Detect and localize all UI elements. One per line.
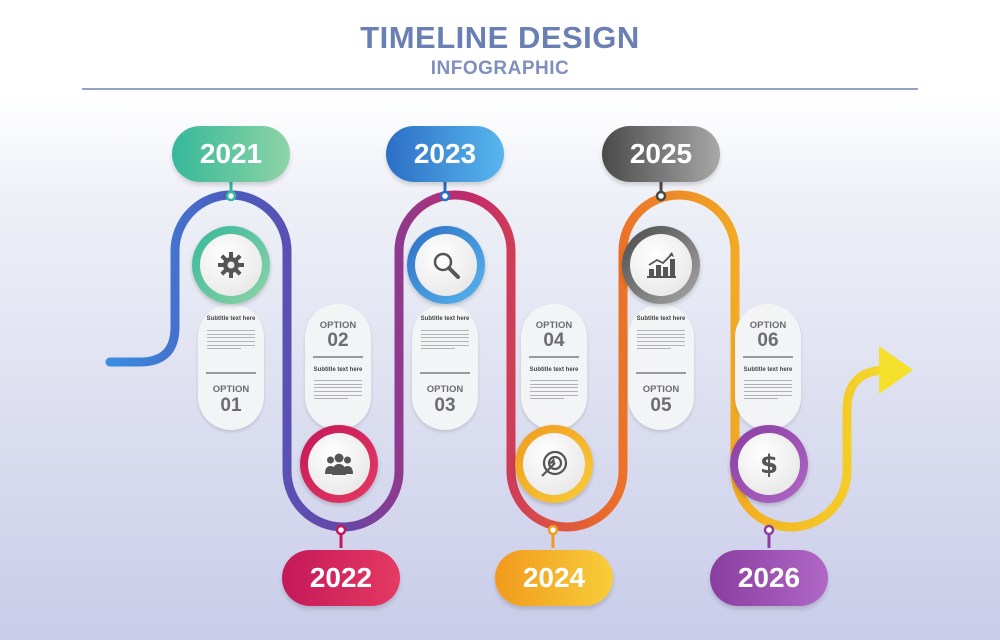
option-subtitle: Subtitle text here [743, 367, 793, 373]
dollar-icon: $ [760, 450, 778, 480]
text-lines [421, 330, 469, 352]
option-label: OPTION [642, 384, 680, 395]
ring-2024 [515, 425, 593, 503]
option-number: 06 [757, 330, 779, 351]
year-pill-2026: 2026 [710, 550, 828, 606]
year-pill-2025: 2025 [602, 126, 720, 182]
text-lines [207, 330, 255, 352]
connector-dot [763, 524, 775, 536]
text-lines [637, 330, 685, 352]
option-subtitle: Subtitle text here [636, 316, 686, 322]
option-card-03: Subtitle text here OPTION 03 [412, 304, 478, 430]
option-number: 01 [220, 395, 242, 416]
option-label: OPTION [319, 320, 357, 331]
connector-dot [547, 524, 559, 536]
ring-2025 [622, 226, 700, 304]
bar-chart-icon [647, 252, 676, 278]
divider [529, 356, 579, 358]
connector-dot [335, 524, 347, 536]
option-subtitle: Subtitle text here [529, 367, 579, 373]
connector-dot [439, 190, 451, 202]
divider [206, 372, 256, 374]
option-card-05: Subtitle text here OPTION 05 [628, 304, 694, 430]
year-pill-2021: 2021 [172, 126, 290, 182]
option-number: 03 [434, 395, 456, 416]
search-icon [433, 252, 460, 279]
connector-dot [655, 190, 667, 202]
option-card-04: OPTION 04 Subtitle text here [521, 304, 587, 430]
timeline-path [105, 190, 892, 532]
option-number: 02 [327, 330, 349, 351]
gear-icon [218, 252, 244, 278]
year-pill-2023: 2023 [386, 126, 504, 182]
divider [420, 372, 470, 374]
header-divider [82, 88, 918, 90]
arrow-head [879, 346, 913, 394]
option-number: 04 [543, 330, 565, 351]
svg-text:$: $ [760, 450, 778, 480]
text-lines [744, 380, 792, 402]
option-subtitle: Subtitle text here [313, 367, 363, 373]
year-pill-2022: 2022 [282, 550, 400, 606]
option-card-01: Subtitle text here OPTION 01 [198, 304, 264, 430]
text-lines [530, 380, 578, 402]
page-title: TIMELINE DESIGN [360, 20, 640, 55]
divider [636, 372, 686, 374]
page-subtitle: INFOGRAPHIC [430, 58, 570, 79]
divider [313, 356, 363, 358]
target-icon [541, 450, 568, 477]
option-subtitle: Subtitle text here [420, 316, 470, 322]
ring-2023 [407, 226, 485, 304]
connector-dot [225, 190, 237, 202]
year-pill-2024: 2024 [495, 550, 613, 606]
ring-2021 [192, 226, 270, 304]
option-label: OPTION [535, 320, 573, 331]
option-number: 05 [650, 395, 672, 416]
text-lines [314, 380, 362, 402]
option-card-02: OPTION 02 Subtitle text here [305, 304, 371, 430]
option-card-06: OPTION 06 Subtitle text here [735, 304, 801, 430]
option-subtitle: Subtitle text here [206, 316, 256, 322]
option-label: OPTION [749, 320, 787, 331]
option-label: OPTION [212, 384, 250, 395]
divider [743, 356, 793, 358]
people-icon [325, 453, 353, 475]
option-label: OPTION [426, 384, 464, 395]
ring-2026: $ [730, 425, 808, 503]
ring-2022 [300, 425, 378, 503]
